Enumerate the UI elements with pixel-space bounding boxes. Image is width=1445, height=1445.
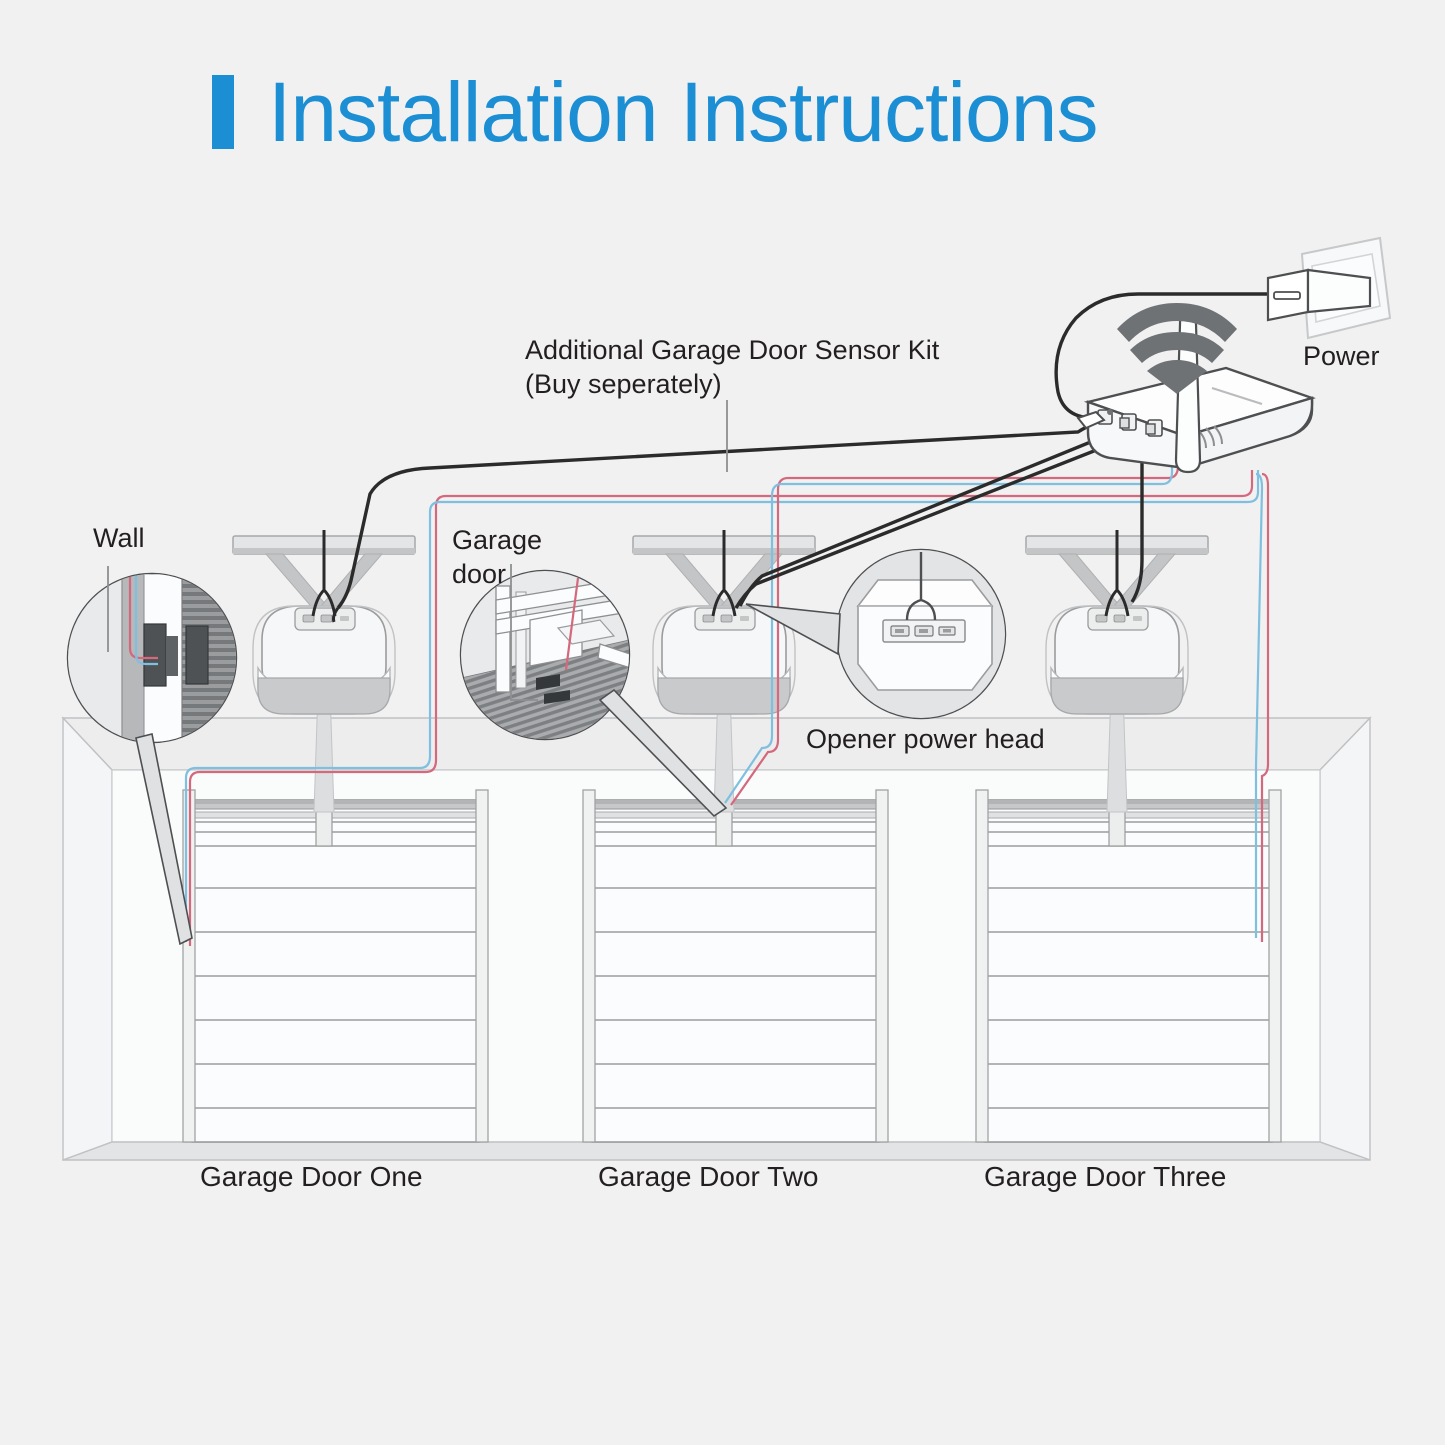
garage-door-panel-one <box>182 789 489 1143</box>
sensor-kit-line1: Additional Garage Door Sensor Kit <box>525 335 940 365</box>
page-title: Installation Instructions <box>268 65 1098 159</box>
wifi-hub <box>1076 303 1316 474</box>
magnifier-opener-power-head <box>745 548 1007 720</box>
bay-label-one: Garage Door One <box>200 1161 423 1192</box>
bay-label-three: Garage Door Three <box>984 1161 1227 1192</box>
page-header: Installation Instructions <box>212 65 1098 159</box>
garage-door-panel-two <box>582 789 889 1143</box>
opener-rails <box>313 689 1128 813</box>
bay-label-two: Garage Door Two <box>598 1161 819 1192</box>
opener-power-head-label: Opener power head <box>806 724 1045 754</box>
power-label: Power <box>1303 341 1380 371</box>
garage-door-panel-three <box>975 789 1282 1143</box>
magnifier-garage-door <box>459 564 728 818</box>
opener-terminal-leads <box>311 530 1130 617</box>
magnifier-wall <box>66 566 238 946</box>
power-adapter-icon <box>1266 268 1372 322</box>
title-accent-bar <box>212 75 234 149</box>
garage-door-line2: door <box>452 558 507 589</box>
sensor-wire-pairs <box>184 452 1270 946</box>
sensor-kit-line2: (Buy seperately) <box>525 368 722 399</box>
opener-unit-two <box>632 535 816 715</box>
wall-label: Wall <box>93 523 145 553</box>
sensor-kit-label: Additional Garage Door Sensor Kit(Buy se… <box>525 334 939 402</box>
garage-door-line1: Garage <box>452 525 543 555</box>
wifi-icon <box>1117 303 1237 394</box>
